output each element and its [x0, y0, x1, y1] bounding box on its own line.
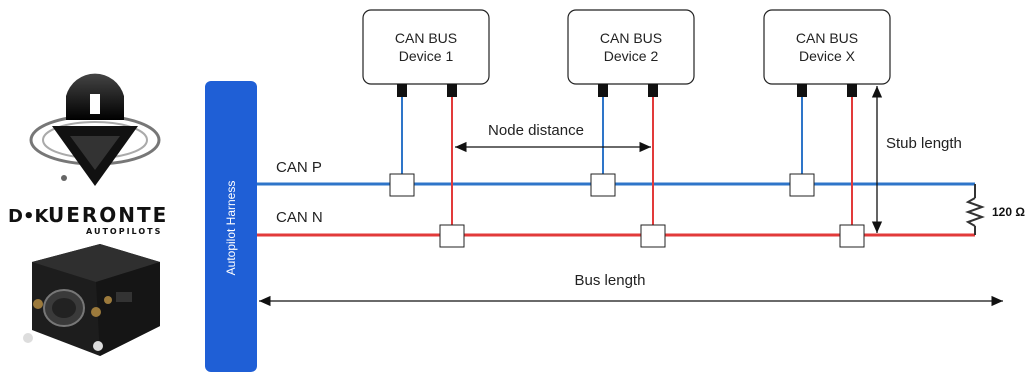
- device-1-name: Device 1: [399, 48, 454, 64]
- device-2-title: CAN BUS: [600, 30, 662, 46]
- bus-length-label: Bus length: [575, 272, 646, 289]
- device-x-title: CAN BUS: [796, 30, 858, 46]
- autopilot-device-image: [23, 244, 160, 356]
- harness-label: Autopilot Harness: [224, 181, 238, 276]
- device-x-name: Device X: [799, 48, 856, 64]
- device-x-pin-n: [847, 84, 857, 97]
- device-2-name: Device 2: [604, 48, 659, 64]
- device-x-node-n: [839, 224, 865, 248]
- device-x-pin-p: [797, 84, 807, 97]
- device-1: CAN BUS Device 1: [362, 9, 490, 248]
- resistor-label: 120 Ω: [992, 205, 1025, 219]
- can-n-label: CAN N: [276, 209, 323, 226]
- device-2-node-p: [590, 173, 616, 197]
- device-2-node-n: [640, 224, 666, 248]
- brand-mark-icon: D•K: [8, 206, 49, 227]
- device-2-pin-p: [598, 84, 608, 97]
- device-2-pin-n: [648, 84, 658, 97]
- device-2: CAN BUS Device 2: [567, 9, 695, 248]
- brand-tagline: AUTOPILOTS: [86, 227, 162, 236]
- autopilot-harness: [205, 81, 257, 372]
- device-x: CAN BUS Device X: [763, 9, 891, 248]
- device-1-node-p: [389, 173, 415, 197]
- brand-name: UERONTE: [48, 203, 168, 227]
- device-1-pin-p: [397, 84, 407, 97]
- stub-length-label: Stub length: [886, 135, 962, 152]
- device-x-node-p: [789, 173, 815, 197]
- device-1-pin-n: [447, 84, 457, 97]
- can-p-label: CAN P: [276, 159, 322, 176]
- veronte-wordmark: D•K UERONTE AUTOPILOTS: [8, 203, 168, 236]
- device-1-node-n: [439, 224, 465, 248]
- node-distance-label: Node distance: [488, 122, 584, 139]
- device-1-title: CAN BUS: [395, 30, 457, 46]
- termination-resistor-icon: [965, 184, 985, 235]
- veronte-emblem-icon: [29, 73, 161, 186]
